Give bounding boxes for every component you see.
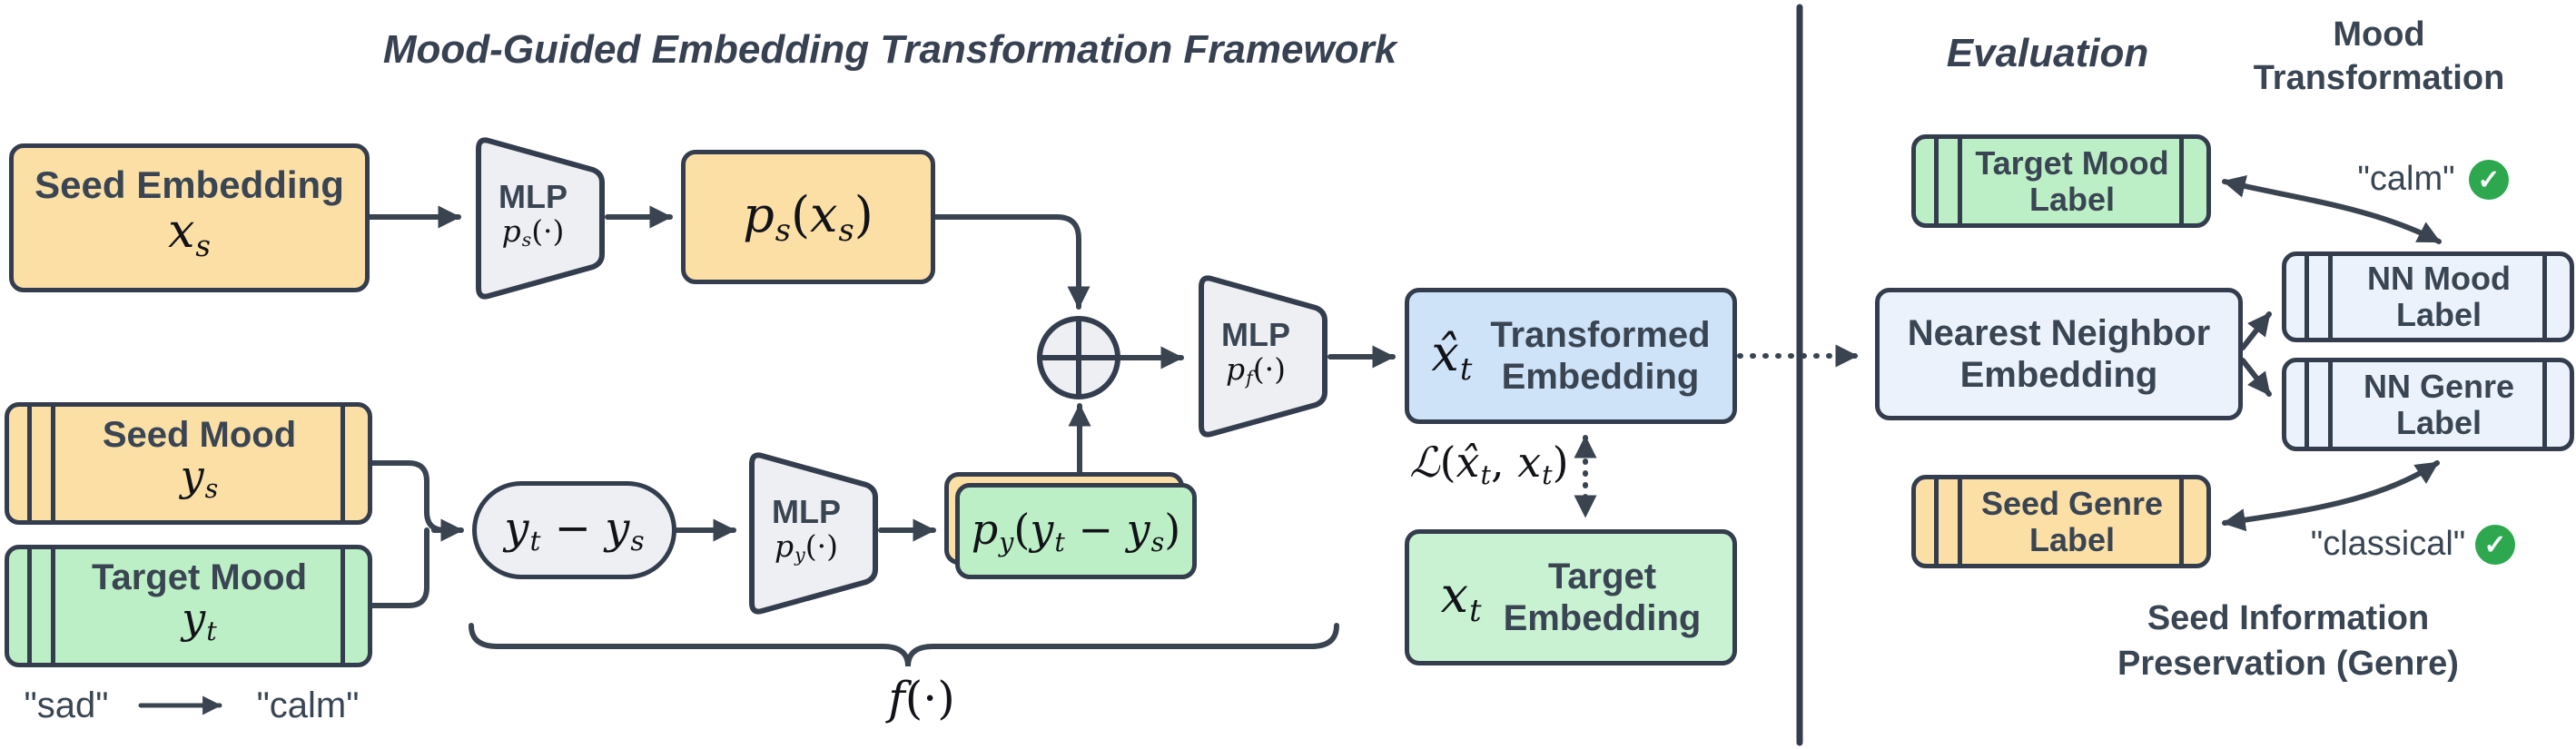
seed-mood-example: "sad": [24, 685, 109, 725]
py-out-node: py(yt − ys): [955, 483, 1197, 579]
underbrace-f: [469, 623, 1339, 667]
trapezoid-shape: [749, 452, 878, 615]
stack-divider-line: [1934, 139, 1939, 223]
mood-diff-node: yt − ys: [472, 481, 676, 579]
elbow-ps-xs-to-sum: [933, 214, 1091, 310]
stack-divider-line: [2542, 362, 2547, 447]
sum-node: [1037, 316, 1120, 399]
mlp-pf-node: MLP pf(·): [1194, 272, 1330, 440]
trapezoid-shape: [1199, 275, 1327, 438]
arrow-nn-to-genre-label: [2240, 358, 2272, 397]
curve-nn-mood-vs-target-mood: [2222, 174, 2442, 244]
elbow-target-mood-join: [370, 527, 429, 608]
mlp-pf-label: MLP: [1221, 315, 1290, 353]
target-mood-math: yt: [182, 594, 217, 646]
mlp-py-label: MLP: [772, 492, 841, 530]
genre-check-icon: ✓: [2475, 525, 2515, 565]
stack-divider-line: [2179, 139, 2184, 223]
stack-divider-line: [27, 549, 32, 663]
elbow-seed-mood-join: [370, 460, 448, 533]
seed-mood-label: Seed Mood: [102, 415, 297, 455]
mlp-ps-label: MLP: [498, 177, 568, 215]
target-mood-node: Target Mood yt: [5, 545, 372, 667]
transformed-embedding-math: x̂t: [1431, 325, 1473, 387]
stack-divider-line: [2305, 362, 2309, 447]
stack-divider-line: [2179, 479, 2184, 564]
stack-divider-line: [1958, 139, 1962, 223]
mlp-pf-math: pf(·): [1226, 350, 1286, 389]
seed-mood-math: ys: [180, 451, 219, 504]
stack-divider-line: [2542, 256, 2547, 338]
stack-divider-line: [2328, 362, 2333, 447]
stack-divider-line: [27, 407, 32, 520]
framework-title: Mood-Guided Embedding Transformation Fra…: [382, 27, 1397, 72]
trapezoid-shape: [476, 137, 605, 300]
mlp-py-math: py(·): [775, 527, 838, 567]
genre-check-label: "classical": [2310, 525, 2466, 563]
mlp-py-node: MLP py(·): [745, 449, 881, 617]
stack-divider-line: [2328, 256, 2333, 338]
curve-seed-genre-vs-nn-genre: [2222, 460, 2440, 532]
mood-diff-math: yt − ys: [504, 502, 645, 558]
stack-divider-line: [341, 407, 345, 520]
mood-check-label: "calm": [2357, 160, 2455, 198]
mlp-ps-math: ps(·): [501, 212, 565, 251]
loss-math: ℒ(x̂t, xt): [1409, 438, 1569, 490]
plus-icon: [1040, 319, 1118, 397]
stack-divider-line: [341, 549, 345, 663]
mlp-ps-node: MLP ps(·): [471, 134, 607, 302]
stack-divider-line: [51, 549, 55, 663]
ps-xs-node: ps(xs): [681, 150, 935, 284]
stack-divider-line: [2305, 256, 2309, 338]
arrow-nn-to-mood-label: [2240, 311, 2272, 350]
f-function-math: f(·): [888, 672, 955, 724]
stack-divider-line: [51, 407, 55, 520]
stack-divider-line: [1958, 479, 1962, 564]
seed-embedding-math: xs: [168, 204, 211, 263]
target-embedding-math: xt: [1440, 567, 1482, 628]
py-out-math: py(yt − ys): [971, 505, 1181, 557]
mood-check-icon: ✓: [2469, 160, 2509, 200]
target-mood-label: Target Mood: [91, 557, 307, 597]
stack-divider-line: [1934, 479, 1939, 564]
seed-embedding-label: Seed Embedding: [35, 163, 344, 207]
seed-embedding-node: Seed Embedding xs: [9, 143, 370, 292]
seed-mood-node: Seed Mood ys: [5, 402, 372, 525]
evaluation-title: Evaluation: [1946, 31, 2149, 75]
target-mood-example: "calm": [256, 685, 360, 725]
ps-xs-math: ps(xs): [743, 186, 873, 248]
